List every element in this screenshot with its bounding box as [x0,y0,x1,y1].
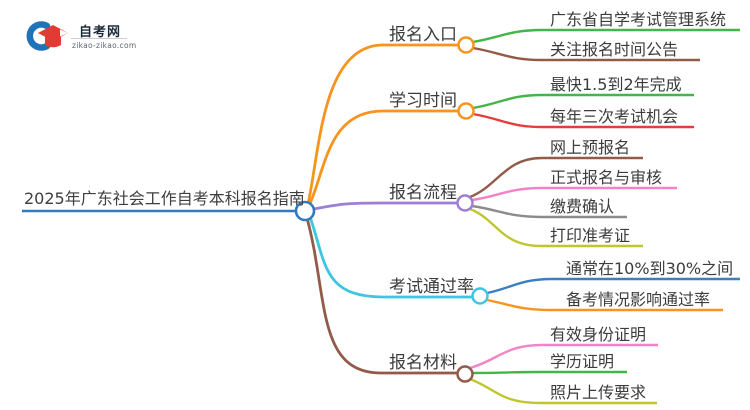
child-line-photo-req [469,377,657,405]
branch-label-process: 报名流程 [389,183,457,203]
child-line-pay-confirm [471,204,627,219]
branch-node-circle-study-time [457,102,475,120]
logo-domain: zikao-zikao.com [72,41,137,50]
child-label-id-proof: 有效身份证明 [550,325,647,344]
child-label-time-notice: 关注报名时间公告 [550,40,679,59]
branch-line-entry [306,43,459,205]
child-line-time-notice [472,46,700,62]
branch-label-entry: 报名入口 [389,25,457,45]
child-label-print-ticket: 打印准考证 [550,226,631,245]
child-label-edu-proof: 学历证明 [550,352,615,371]
central-node-circle [294,200,316,222]
child-line-gd-exam-system [472,28,740,44]
logo-title: 自考网 [79,25,122,40]
child-label-fastest-finish: 最快1.5到2年完成 [550,75,682,94]
branch-label-study-time: 学习时间 [389,91,457,111]
branch-node-circle-entry [457,36,475,54]
child-line-edu-proof [471,370,627,375]
child-line-fastest-finish [472,93,694,110]
logo-cap-notch [60,29,68,37]
branch-line-materials [305,217,458,375]
child-label-online-prereg: 网上预报名 [550,138,631,157]
logo-cap-base-icon [45,36,61,48]
branch-line-process [313,201,458,211]
child-label-three-exams: 每年三次考试机会 [550,107,679,126]
logo-swoosh-icon [26,21,51,51]
child-label-photo-req: 照片上传要求 [550,383,647,402]
child-line-print-ticket [469,207,643,248]
child-line-prep-affects [486,298,723,312]
child-line-formal-audit [471,186,677,202]
central-topic-label: 2025年广东社会工作自考本科报名指南 [24,189,305,208]
logo-divider [71,38,127,39]
child-label-gd-exam-system: 广东省自学考试管理系统 [550,10,727,29]
logo-graphic [26,21,68,51]
branch-label-pass-rate: 考试通过率 [389,277,474,297]
branch-label-materials: 报名材料 [389,353,457,373]
child-line-pass-range [486,277,740,295]
branch-node-circle-materials [456,365,474,383]
child-label-pass-range: 通常在10%到30%之间 [566,259,734,278]
branch-node-circle-process [456,194,474,212]
branch-line-pass-rate [308,216,473,299]
child-label-prep-affects: 备考情况影响通过率 [566,290,711,309]
child-line-id-proof [469,343,658,370]
child-label-pay-confirm: 缴费确认 [550,197,615,216]
child-label-formal-audit: 正式报名与审核 [550,168,663,187]
branch-node-circle-pass-rate [471,287,489,305]
child-line-three-exams [472,112,694,129]
child-line-online-prereg [469,156,643,199]
branch-line-study-time [307,109,459,207]
